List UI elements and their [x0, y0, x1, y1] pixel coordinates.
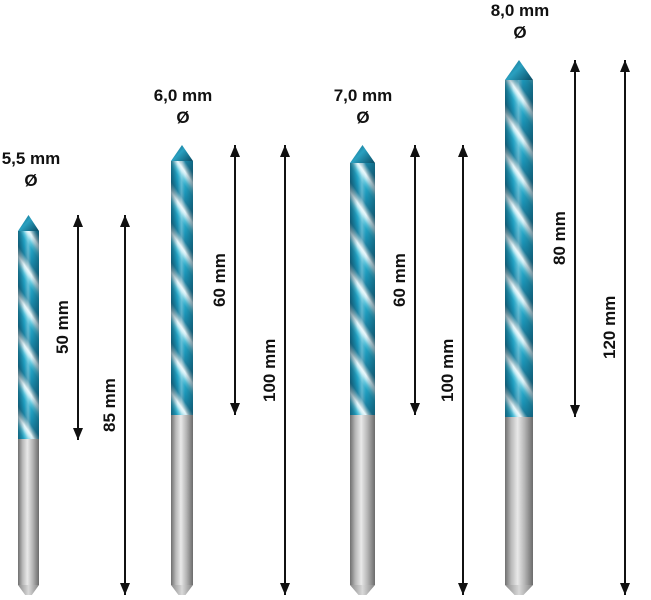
drill-bit-flute: [171, 161, 193, 415]
dimension-label: 60 mm: [210, 253, 229, 307]
diameter-value: 8,0 mm: [490, 1, 550, 20]
arrow-head-down-icon: [120, 583, 130, 595]
drill-bit-end-chamfer: [350, 585, 375, 595]
drill-bit-tip: [505, 60, 533, 80]
dimension-arrow-flute: [570, 60, 580, 417]
drill-bit-shank: [171, 415, 193, 585]
drill-bit: [18, 215, 39, 595]
arrow-head-up-icon: [410, 145, 420, 157]
dimension-label: 100 mm: [260, 338, 279, 402]
diameter-value: 7,0 mm: [333, 86, 393, 105]
dimension-label: 60 mm: [390, 253, 409, 307]
dimension-label: 100 mm: [438, 338, 457, 402]
diameter-label-group: 8,0 mm Ø: [485, 0, 555, 44]
diameter-value: 5,5 mm: [1, 149, 61, 168]
arrow-head-down-icon: [458, 583, 468, 595]
arrow-head-up-icon: [120, 215, 130, 227]
dimension-label: 85 mm: [100, 378, 119, 432]
arrow-head-up-icon: [458, 145, 468, 157]
arrow-head-down-icon: [570, 405, 580, 417]
drill-bit-tip: [171, 145, 193, 161]
arrow-head-down-icon: [73, 428, 83, 440]
arrow-head-up-icon: [73, 215, 83, 227]
arrow-head-down-icon: [620, 583, 630, 595]
drill-bit-shank: [505, 417, 533, 585]
dimension-arrow-total: [280, 145, 290, 595]
drill-bit-end-chamfer: [171, 585, 193, 595]
drill-bit-flute: [350, 163, 375, 415]
drill-bit-shank: [350, 415, 375, 585]
diameter-label-group: 7,0 mm Ø: [328, 85, 398, 129]
arrow-head-up-icon: [570, 60, 580, 72]
drill-bit-tip: [350, 145, 375, 163]
arrow-head-down-icon: [230, 403, 240, 415]
dimension-arrow-total: [120, 215, 130, 595]
drill-bit-tip: [18, 215, 39, 231]
dimension-arrow-flute: [230, 145, 240, 415]
dimension-arrow-flute: [410, 145, 420, 415]
dimension-arrow-total: [620, 60, 630, 595]
dimension-label: 120 mm: [600, 295, 619, 359]
drill-bit-end-chamfer: [18, 585, 39, 595]
arrow-head-down-icon: [410, 403, 420, 415]
drill-bit-end-chamfer: [505, 585, 533, 595]
drill-bit-flute: [18, 231, 39, 439]
arrow-head-up-icon: [230, 145, 240, 157]
dimension-arrow-total: [458, 145, 468, 595]
drill-bit: [171, 145, 193, 595]
diameter-symbol: Ø: [24, 171, 38, 190]
dimension-arrow-flute: [73, 215, 83, 440]
diameter-value: 6,0 mm: [153, 86, 213, 105]
diameter-label-group: 6,0 mm Ø: [148, 85, 218, 129]
diameter-symbol: Ø: [513, 23, 527, 42]
diameter-symbol: Ø: [356, 108, 370, 127]
arrow-head-up-icon: [620, 60, 630, 72]
drill-bit: [505, 60, 533, 595]
drill-bit-flute: [505, 80, 533, 417]
drill-bit-shank: [18, 439, 39, 585]
dimension-label: 80 mm: [550, 211, 569, 265]
diameter-symbol: Ø: [176, 108, 190, 127]
drill-bit: [350, 145, 375, 595]
diameter-label-group: 5,5 mm Ø: [0, 148, 62, 192]
arrow-head-up-icon: [280, 145, 290, 157]
dimension-label: 50 mm: [53, 300, 72, 354]
arrow-head-down-icon: [280, 583, 290, 595]
